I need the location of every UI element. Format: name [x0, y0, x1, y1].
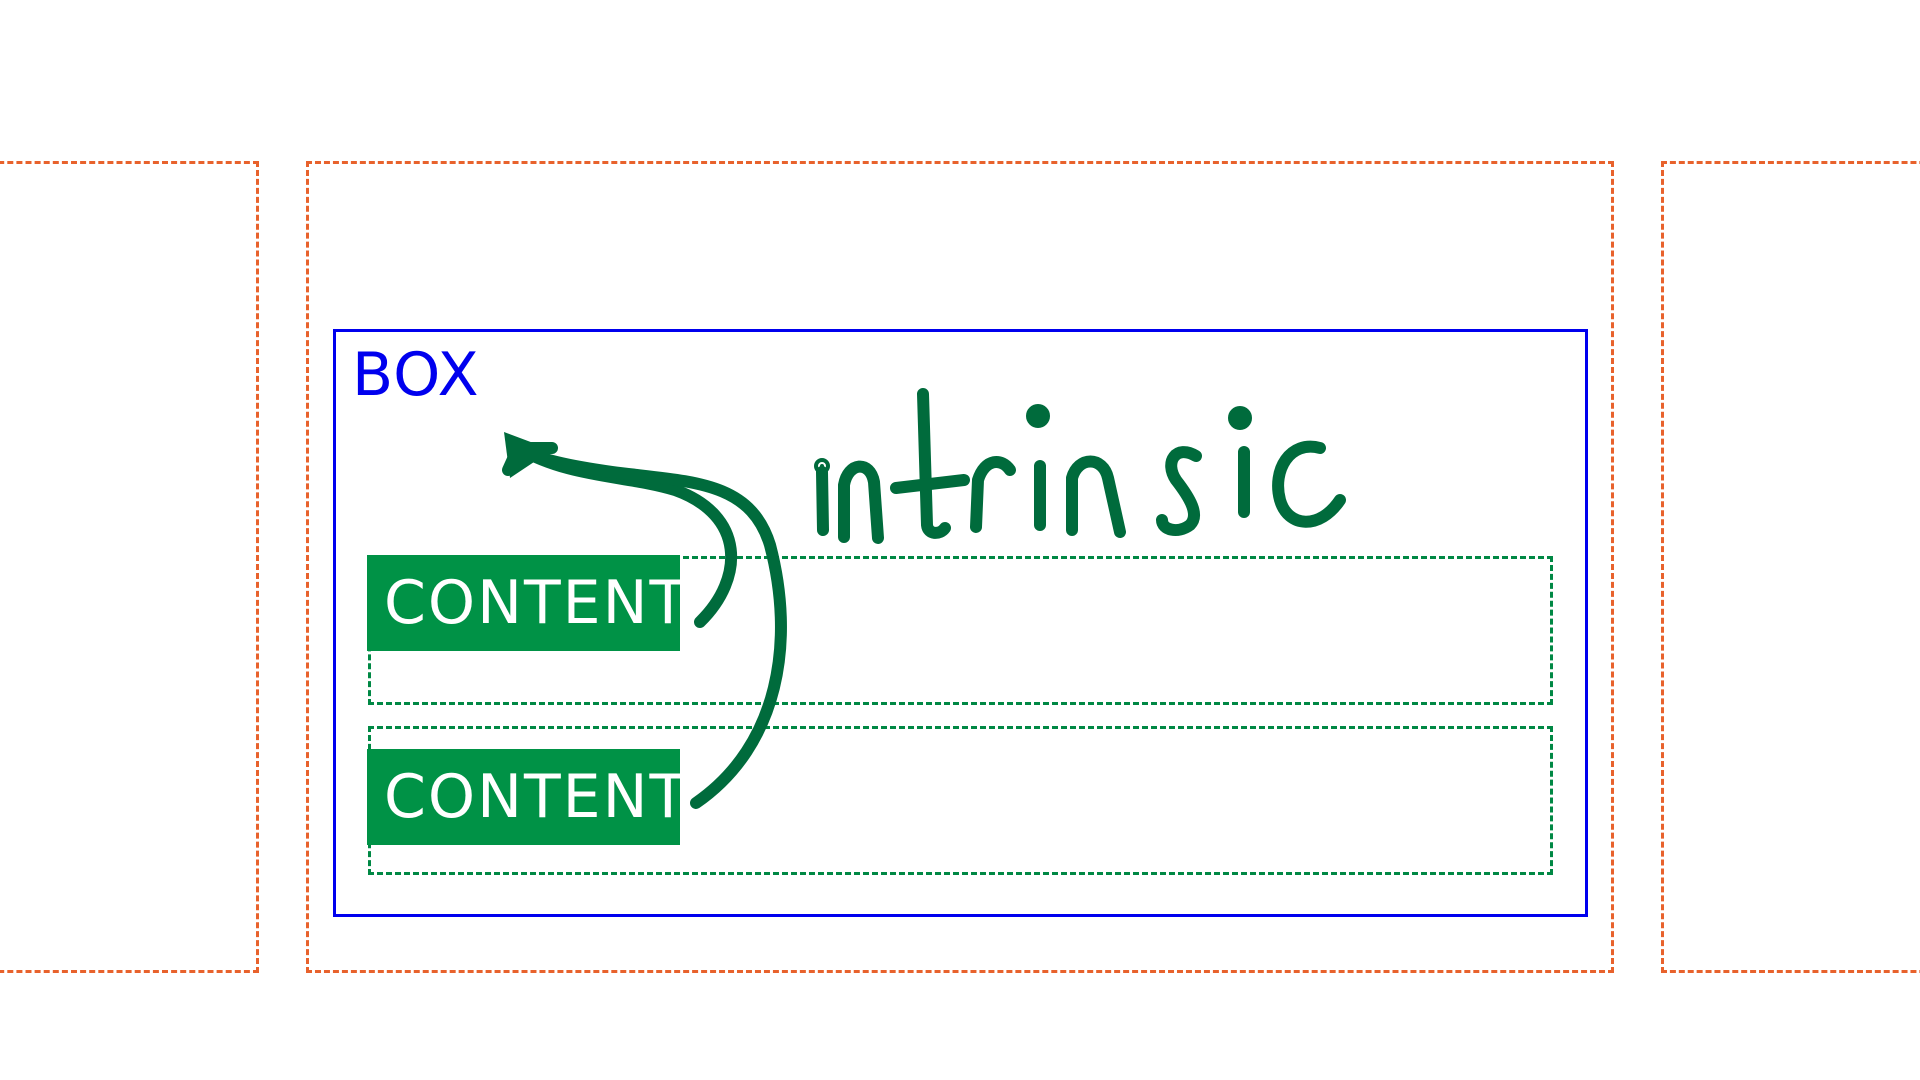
center-container-frame: [306, 161, 1614, 973]
content-tag-2: CONTENT: [367, 749, 686, 845]
left-container-frame: [0, 161, 259, 973]
content-tag-1: CONTENT: [367, 555, 686, 651]
box-label: BOX: [352, 340, 480, 410]
right-container-frame: [1661, 161, 1920, 973]
box-outline: [333, 329, 1588, 917]
